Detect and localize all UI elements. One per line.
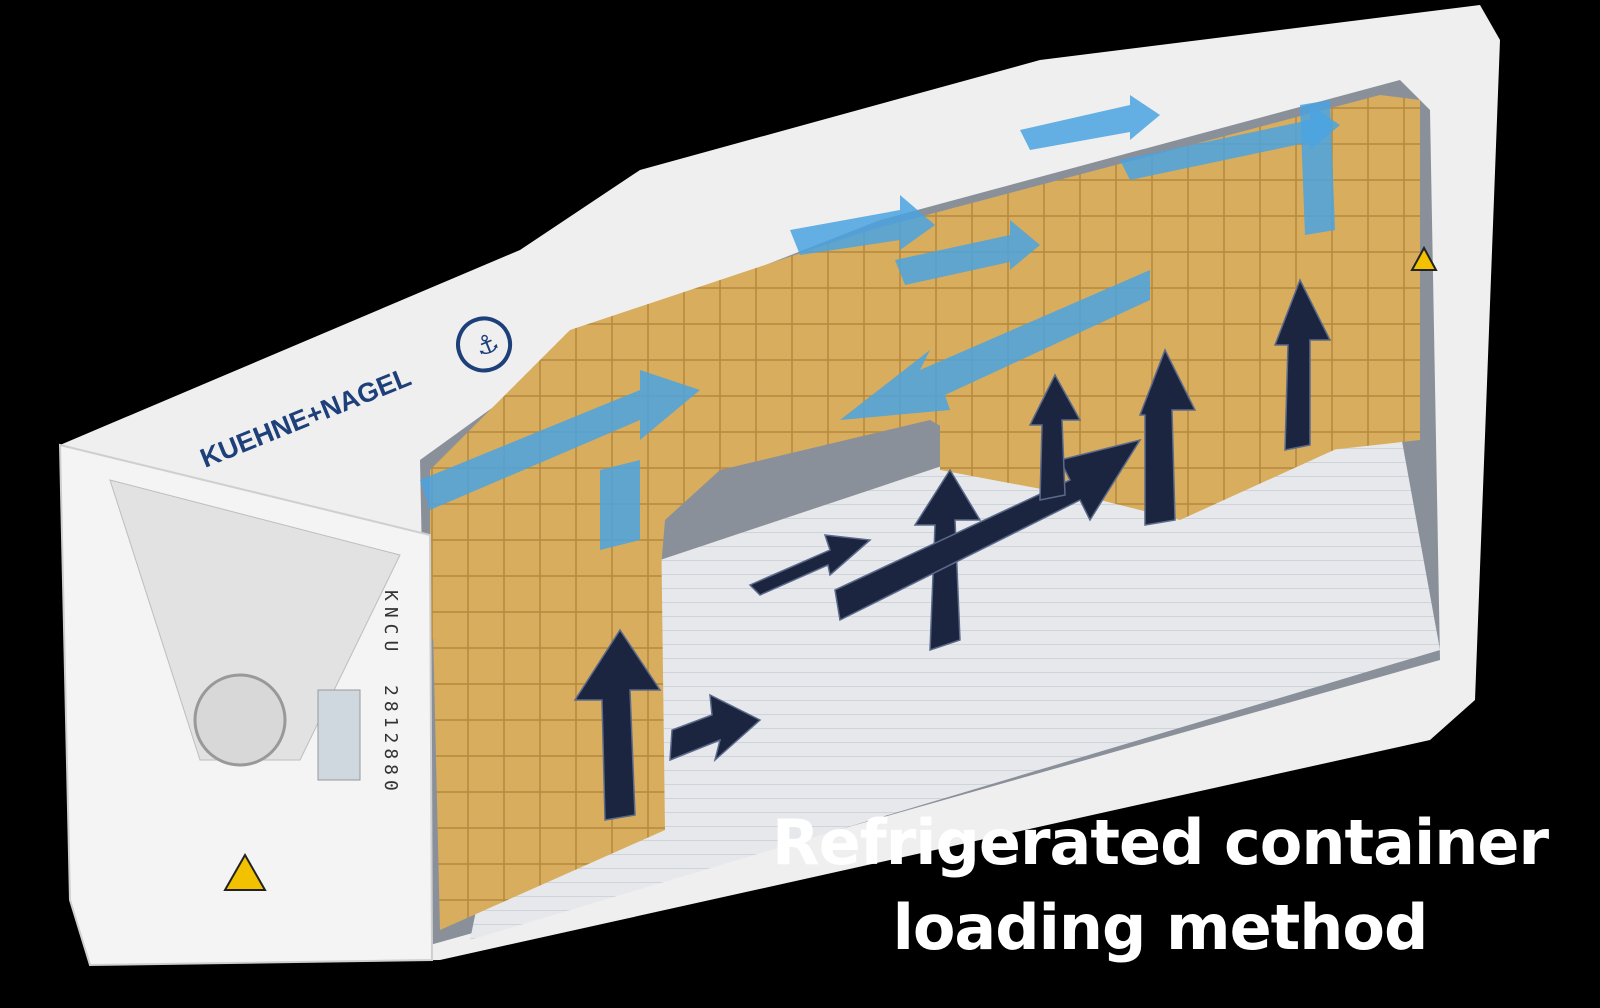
caption-line-1: Refrigerated container: [771, 806, 1549, 879]
return-air-arrow: [573, 628, 662, 821]
control-panel: [317, 689, 361, 781]
caption-line-2: loading method: [892, 891, 1429, 964]
container-serial: 2812880: [380, 685, 401, 796]
cold-air-arrow: [840, 270, 1150, 420]
anchor-logo-icon: [456, 316, 513, 373]
cold-air-arrow: [790, 195, 935, 255]
return-air-arrows: [573, 278, 1332, 821]
return-air-arrow: [669, 693, 762, 763]
cargo-top-stack: [430, 95, 1420, 640]
container-prefix: KNCU: [380, 590, 401, 657]
warning-sign-icon: [223, 852, 267, 891]
cold-air-arrow: [1120, 105, 1340, 180]
cold-air-arrow: [600, 460, 640, 550]
return-air-arrow: [748, 534, 872, 596]
return-air-arrow: [1273, 278, 1332, 451]
cold-air-arrow: [420, 370, 700, 510]
cold-air-arrows: [420, 95, 1340, 550]
container-number: KNCU 2812880: [380, 590, 401, 796]
return-air-arrow: [1028, 373, 1082, 501]
return-air-arrow: [1138, 348, 1197, 526]
cold-air-arrow: [895, 220, 1040, 285]
warning-sign-icon: [1410, 245, 1438, 271]
cold-air-arrow: [1020, 95, 1160, 150]
cold-air-arrow: [1300, 100, 1335, 235]
condenser-fan-icon: [193, 673, 287, 767]
